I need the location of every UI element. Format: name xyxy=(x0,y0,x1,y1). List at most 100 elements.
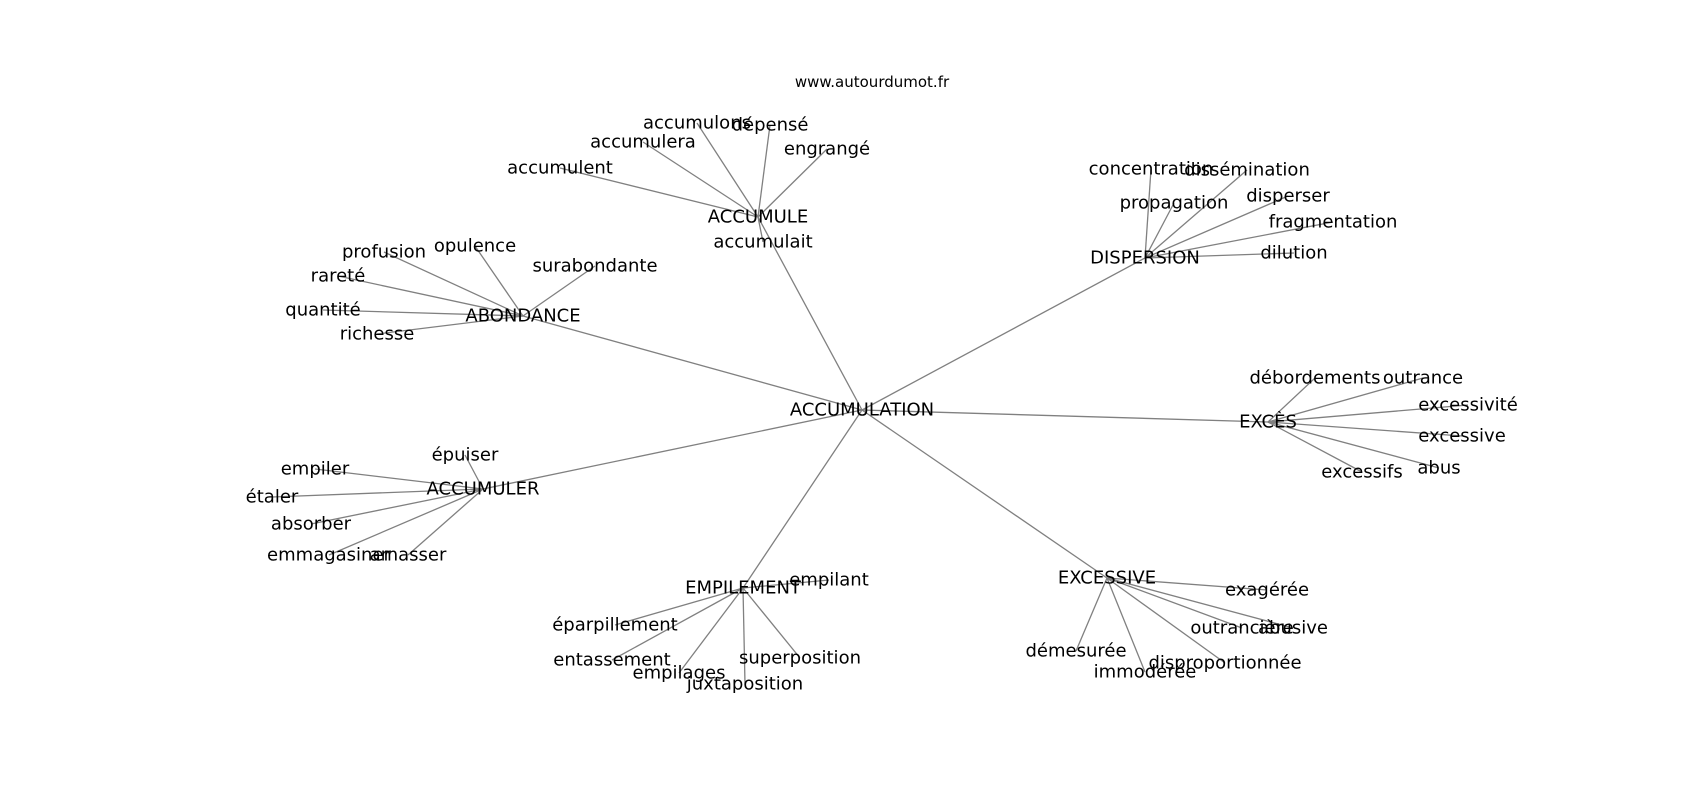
hub-excessive: EXCESSIVE xyxy=(1058,568,1156,589)
word-concentration: concentration xyxy=(1089,159,1214,180)
word-eparpillement: éparpillement xyxy=(552,615,678,636)
edge-excessive-outranciere xyxy=(1106,577,1243,629)
edge-exces-excessive xyxy=(1267,421,1463,437)
edge-abondance-quantite xyxy=(322,309,524,317)
edge-dispersion-disperser xyxy=(1144,195,1289,259)
word-exageree: exagérée xyxy=(1225,580,1309,601)
word-amasser: amasser xyxy=(370,545,447,566)
edge-accumule-accumulent xyxy=(559,167,759,218)
edge-accumuler-amasser xyxy=(407,488,484,556)
word-empilant: empilant xyxy=(789,570,869,591)
edge-accumuler-absorber xyxy=(310,488,484,525)
word-absorber: absorber xyxy=(271,514,352,535)
word-empilages: empilages xyxy=(633,663,726,684)
source-caption: www.autourdumot.fr xyxy=(795,73,950,91)
word-excessive: excessive xyxy=(1418,426,1506,447)
word-rarete: rareté xyxy=(311,266,366,287)
edge-accumule-engrange xyxy=(757,148,828,218)
word-immoderee: immodérée xyxy=(1094,662,1197,683)
edge-empilement-eparpillement xyxy=(614,587,744,626)
word-outranciere: outrancière xyxy=(1190,618,1293,639)
edge-root-dispersion xyxy=(861,257,1146,411)
word-excessivite: excessivité xyxy=(1418,395,1518,416)
hub-abondance: ABONDANCE xyxy=(465,306,580,327)
word-accumulons: accumulons xyxy=(643,113,751,134)
edge-accumuler-etaler xyxy=(271,488,484,498)
edge-abondance-richesse xyxy=(376,315,524,335)
word-quantite: quantité xyxy=(285,300,360,321)
edge-exces-excessifs xyxy=(1267,421,1363,473)
edge-empilement-superposition xyxy=(742,587,801,659)
word-superposition: superposition xyxy=(739,648,861,669)
word-accumulent: accumulent xyxy=(507,158,613,179)
hub-empilement: EMPILEMENT xyxy=(685,578,802,599)
edge-exces-debordements xyxy=(1267,377,1316,423)
edge-empilement-entassement xyxy=(611,587,744,661)
word-demesuree: démesurée xyxy=(1025,641,1126,662)
edge-excessive-disproportionnee xyxy=(1106,577,1226,664)
edge-exces-abus xyxy=(1267,421,1440,469)
edge-accumuler-empiler xyxy=(314,468,484,490)
edge-root-accumuler xyxy=(482,409,863,490)
edge-dispersion-concentration xyxy=(1144,168,1152,259)
edge-abondance-rarete xyxy=(337,275,524,317)
word-richesse: richesse xyxy=(340,324,415,345)
word-dissemination: dissémination xyxy=(1184,160,1310,181)
edge-root-exces xyxy=(861,409,1269,423)
word-juxtaposition: juxtaposition xyxy=(686,674,803,695)
word-empiler: empiler xyxy=(281,459,350,480)
word-etaler: étaler xyxy=(246,487,299,508)
word-surabondante: surabondante xyxy=(532,256,657,277)
edge-empilement-juxtaposition xyxy=(742,587,746,685)
labels: www.autourdumot.fr ACCUMULATION accumule… xyxy=(246,73,1518,695)
hub-accumuler: ACCUMULER xyxy=(427,479,540,500)
edge-empilement-empilages xyxy=(678,587,744,674)
edge-excessive-abusive xyxy=(1106,577,1294,629)
edge-dispersion-fragmentation xyxy=(1144,221,1334,259)
word-abusive: abusive xyxy=(1258,618,1328,639)
edge-excessive-immoderee xyxy=(1106,577,1146,673)
edge-accumule-accumulera xyxy=(642,141,759,218)
word-opulence: opulence xyxy=(434,236,516,257)
word-epuiser: épuiser xyxy=(432,445,499,466)
word-dilution: dilution xyxy=(1260,243,1327,264)
edge-accumule-accumulons xyxy=(696,122,759,218)
word-debordements: débordements xyxy=(1250,368,1381,389)
hub-accumule: ACCUMULE xyxy=(708,207,808,228)
word-disperser: disperser xyxy=(1246,186,1330,207)
edge-dispersion-propagation xyxy=(1144,202,1175,259)
word-emmagasiner: emmagasiner xyxy=(267,545,391,566)
word-propagation: propagation xyxy=(1120,193,1229,214)
edge-excessive-exageree xyxy=(1106,577,1268,591)
word-fragmentation: fragmentation xyxy=(1269,212,1398,233)
edge-accumule-depense xyxy=(757,124,771,218)
edge-accumuler-epuiser xyxy=(464,454,484,490)
edge-root-excessive xyxy=(861,409,1108,579)
edge-accumule-accumulait xyxy=(757,216,764,243)
word-accumulera: accumulera xyxy=(590,132,696,153)
edge-exces-excessivite xyxy=(1267,404,1469,423)
edge-root-empilement xyxy=(742,409,863,589)
edge-empilement-empilant xyxy=(742,579,830,589)
root-node: ACCUMULATION xyxy=(790,400,934,421)
edges xyxy=(271,122,1469,685)
word-accumulait: accumulait xyxy=(713,232,812,253)
edge-abondance-surabondante xyxy=(522,265,596,317)
word-excessifs: excessifs xyxy=(1321,462,1403,483)
edge-dispersion-dilution xyxy=(1144,252,1295,259)
word-profusion: profusion xyxy=(342,242,426,263)
edge-root-abondance xyxy=(522,315,863,411)
edge-excessive-demesuree xyxy=(1075,577,1108,652)
word-depense: dépensé xyxy=(732,115,809,136)
word-disproportionnee: disproportionnée xyxy=(1148,653,1301,674)
edge-abondance-opulence xyxy=(474,245,524,317)
edge-exces-outrance xyxy=(1267,377,1424,423)
hub-dispersion: DISPERSION xyxy=(1090,248,1200,269)
edge-accumuler-emmagasiner xyxy=(328,488,484,556)
edge-abondance-profusion xyxy=(383,251,524,317)
edge-dispersion-dissemination xyxy=(1144,169,1248,259)
word-engrange: engrangé xyxy=(784,139,870,160)
word-entassement: entassement xyxy=(553,650,670,671)
hub-exces: EXCÈS xyxy=(1239,411,1297,433)
